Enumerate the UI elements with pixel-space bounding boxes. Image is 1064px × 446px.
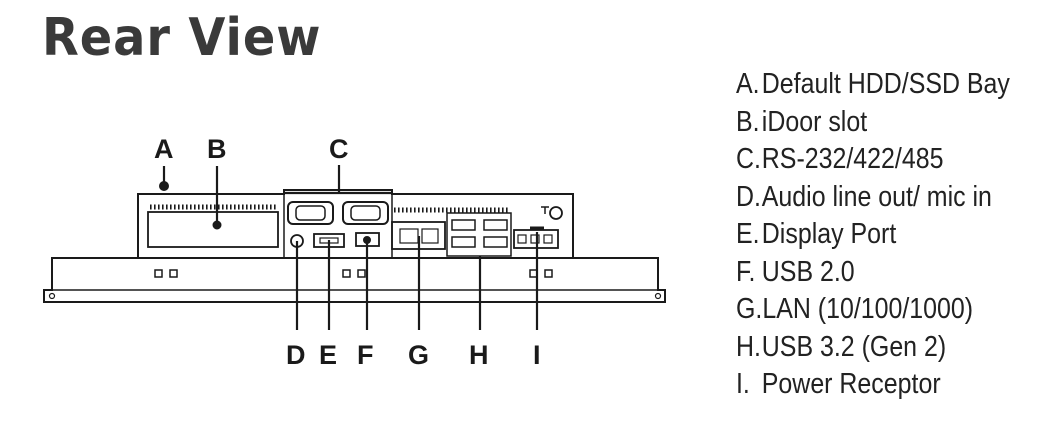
usb3-port-1 bbox=[451, 219, 476, 231]
page-title: Rear View bbox=[42, 8, 322, 68]
callout-e: E bbox=[319, 340, 337, 370]
legend-text: iDoor slot bbox=[761, 105, 868, 138]
serial-port-1 bbox=[287, 201, 334, 225]
legend-item-d: D.Audio line out/ mic in bbox=[736, 179, 1010, 217]
legend-item-h: H.USB 3.2 (Gen 2) bbox=[736, 329, 1010, 367]
legend-item-i: I. Power Receptor bbox=[736, 366, 1010, 404]
legend-key: I. bbox=[736, 368, 750, 400]
legend-text: Display Port bbox=[761, 218, 897, 250]
callout-b: B bbox=[207, 134, 227, 164]
legend-key: B. bbox=[736, 105, 760, 138]
legend-key: E. bbox=[736, 218, 760, 250]
legend-key: C. bbox=[736, 143, 761, 175]
legend-item-b: B.iDoor slot bbox=[736, 104, 1010, 142]
callout-g: G bbox=[408, 340, 429, 370]
legend-item-a: A.Default HDD/SSD Bay bbox=[736, 66, 1010, 104]
legend-item-g: G.LAN (10/100/1000) bbox=[736, 291, 1010, 329]
callout-d: D bbox=[286, 340, 306, 370]
legend-item-f: F.USB 2.0 bbox=[736, 254, 1010, 292]
legend-key: G. bbox=[736, 293, 763, 325]
legend-key: D. bbox=[736, 180, 761, 213]
device-frame bbox=[43, 257, 666, 303]
legend-text: USB 2.0 bbox=[761, 255, 855, 288]
callout-a: A bbox=[154, 134, 174, 164]
legend-text: Default HDD/SSD Bay bbox=[761, 68, 1010, 100]
port-legend: A.Default HDD/SSD Bay B.iDoor slot C.RS-… bbox=[736, 66, 1055, 404]
callout-c: C bbox=[329, 134, 349, 164]
legend-text: RS-232/422/485 bbox=[761, 143, 944, 175]
legend-key: F. bbox=[736, 255, 756, 288]
legend-text: USB 3.2 (Gen 2) bbox=[761, 330, 947, 363]
usb3-port-2 bbox=[483, 219, 508, 231]
legend-item-c: C.RS-232/422/485 bbox=[736, 141, 1010, 179]
usb3-port-3 bbox=[451, 236, 476, 248]
serial-port-2 bbox=[342, 201, 389, 225]
legend-text: LAN (10/100/1000) bbox=[762, 293, 974, 325]
usb3-port-4 bbox=[483, 236, 508, 248]
callout-f: F bbox=[357, 340, 374, 370]
legend-text: Power Receptor bbox=[761, 368, 941, 400]
legend-key: A. bbox=[736, 68, 760, 100]
idoor-slot bbox=[147, 211, 279, 248]
legend-text: Audio line out/ mic in bbox=[761, 180, 992, 213]
legend-item-e: E.Display Port bbox=[736, 216, 1010, 254]
callout-h: H bbox=[469, 340, 489, 370]
callout-i: I bbox=[533, 340, 541, 370]
legend-key: H. bbox=[736, 330, 761, 363]
